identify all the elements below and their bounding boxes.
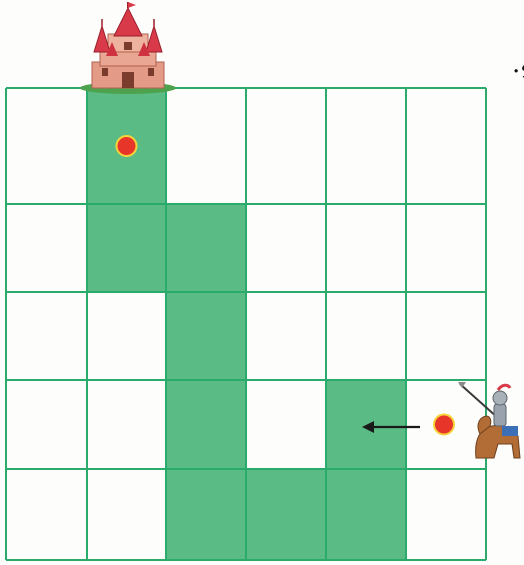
highlighted-cell	[326, 469, 406, 560]
highlighted-cell	[166, 469, 246, 560]
castle-icon	[80, 2, 176, 94]
highlighted-cell	[246, 469, 326, 560]
start-dot-marker	[117, 136, 137, 156]
highlighted-cell	[166, 292, 246, 380]
knight-dot-marker	[434, 415, 454, 435]
highlighted-cell	[166, 380, 246, 469]
grid-lines	[6, 88, 486, 560]
highlighted-cell	[87, 204, 166, 292]
instruction-text: ﻟْﻌَﺘﻪِ.	[512, 43, 524, 79]
knight-on-horse-icon	[458, 382, 520, 458]
highlighted-cell	[326, 380, 406, 469]
highlighted-cell	[166, 204, 246, 292]
